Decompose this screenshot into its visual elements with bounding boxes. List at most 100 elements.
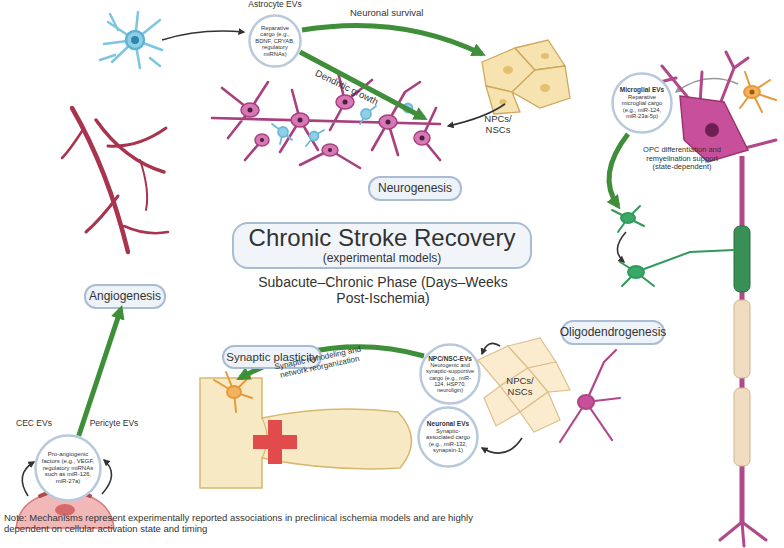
microglia-cell xyxy=(750,90,755,95)
astrocyte-small xyxy=(278,127,288,137)
neuron-network xyxy=(255,134,269,146)
neuron-network xyxy=(322,144,338,156)
circle-shape xyxy=(250,16,301,67)
synapse-illustration xyxy=(214,372,252,412)
neuron-network xyxy=(343,100,348,105)
npc-cells xyxy=(541,53,549,59)
node-text: Neurogenic and synaptic-supportive cargo… xyxy=(425,362,475,393)
astrocyte-cell xyxy=(126,31,144,49)
synapse-illustration xyxy=(214,372,252,412)
annotation-label: OPC differentiation and remyelination su… xyxy=(640,146,724,172)
blood-vessels xyxy=(96,120,164,172)
npc-cells xyxy=(503,66,513,74)
ev-cargo-circle: Astrocyte EVsReparative cargo (e.g., BDN… xyxy=(248,14,302,68)
npc-cells xyxy=(500,99,507,105)
ev-cargo-circle: Microglial EVsReparative microglial carg… xyxy=(611,72,673,134)
neuron-network xyxy=(298,118,303,123)
astrocyte-cell xyxy=(100,12,162,68)
neuron-network xyxy=(260,138,264,142)
node-text: Pro-angiogenic factors (e.g., VEGF, regu… xyxy=(40,451,96,485)
node-text: Angiogenesis xyxy=(89,290,161,303)
node-text: NPC/NSC-EVs xyxy=(428,355,472,362)
process-box: Oligodendrogenesis xyxy=(561,320,665,345)
node-heading: Pericyte EVs xyxy=(82,419,146,429)
effect-arrow xyxy=(79,309,121,436)
myelinated-neuron xyxy=(734,226,750,292)
myelinated-neuron xyxy=(705,123,719,137)
synapse-illustration xyxy=(200,372,412,488)
microglia-cell xyxy=(744,86,760,98)
microglia-cell xyxy=(740,72,776,112)
neuron-network xyxy=(212,72,440,168)
neuron-network xyxy=(248,108,253,113)
neuron-network xyxy=(414,131,430,145)
effect-arrow xyxy=(300,52,424,118)
node-text: Neurogenesis xyxy=(378,182,452,195)
node-text: Synaptic plasticity xyxy=(226,351,317,364)
blood-vessels xyxy=(62,128,84,158)
node-heading: Astrocyte EVs xyxy=(223,0,327,10)
neuron-cell xyxy=(578,395,594,409)
npc-cells xyxy=(500,53,551,105)
opc-cell xyxy=(612,206,644,232)
blood-vessels xyxy=(86,196,118,232)
release-arrow xyxy=(162,31,244,40)
npc-cells xyxy=(528,362,570,392)
npc-cells xyxy=(540,84,550,92)
effect-arrow xyxy=(609,134,628,206)
node-text: Neuronal EVs xyxy=(427,420,469,427)
ev-cargo-circle: CEC EVsPericyte EVsPro-angiogenic factor… xyxy=(34,434,102,502)
release-arrow xyxy=(22,462,34,496)
npc-cells xyxy=(482,40,570,114)
blood-vessels xyxy=(72,108,128,252)
myelinated-neuron xyxy=(660,52,776,148)
annotation-label: NPCs/ NSCs xyxy=(498,376,542,398)
astrocyte-small xyxy=(361,109,371,119)
neuron-network xyxy=(291,113,309,127)
oligodendrocyte-cell xyxy=(628,266,644,278)
effect-arrow xyxy=(302,25,482,54)
release-arrow xyxy=(482,343,500,354)
npc-cells xyxy=(512,66,570,108)
neuron-network xyxy=(386,120,391,125)
astrocyte-small xyxy=(310,132,319,141)
neuron-network xyxy=(212,72,440,168)
myelinated-neuron xyxy=(660,52,776,546)
neuron-network xyxy=(328,148,332,152)
node-text: Reparative microglial cargo (e.g., miR-1… xyxy=(617,94,667,120)
blood-vessels xyxy=(62,108,168,252)
ev-cargo-circle: Neuronal EVsSynaptic-associated cargo (e… xyxy=(417,406,479,468)
blood-vessels xyxy=(108,128,166,146)
neuron-network xyxy=(379,115,397,129)
blood-vessels xyxy=(140,160,147,210)
neuron-network xyxy=(420,136,425,141)
release-arrow xyxy=(617,232,626,262)
npc-cells xyxy=(515,40,565,70)
node-text: Chronic Stroke Recovery xyxy=(249,225,516,252)
neuron-cell xyxy=(560,350,620,442)
circle-shape xyxy=(613,74,672,133)
node-text: Microglial EVs xyxy=(620,86,664,93)
synapse-illustration xyxy=(253,435,297,449)
astrocyte-cell xyxy=(131,36,139,44)
neuron-network xyxy=(336,95,354,109)
footnote: Note: Mechanisms represent experimentall… xyxy=(4,513,496,535)
opc-cell xyxy=(612,206,644,232)
myelinated-neuron xyxy=(734,388,750,466)
annotation-label: Neuronal survival xyxy=(350,8,460,19)
annotation-label: NPCs/ NSCs xyxy=(476,114,520,136)
neuron-network xyxy=(248,100,425,153)
node-text: (experimental models) xyxy=(323,252,442,265)
oligodendrocyte-cell xyxy=(620,250,734,286)
neuron-network xyxy=(241,103,259,117)
npc-cells xyxy=(520,392,560,432)
circle-shape xyxy=(419,408,478,467)
subtitle: Subacute–Chronic Phase (Days–Weeks Post-… xyxy=(244,274,522,306)
annotation-label: Synaptic remodeling and network reorgani… xyxy=(268,343,370,382)
node-text: Oligodendrogenesis xyxy=(560,326,667,339)
release-arrow xyxy=(102,460,112,494)
process-box: Neurogenesis xyxy=(368,176,462,201)
